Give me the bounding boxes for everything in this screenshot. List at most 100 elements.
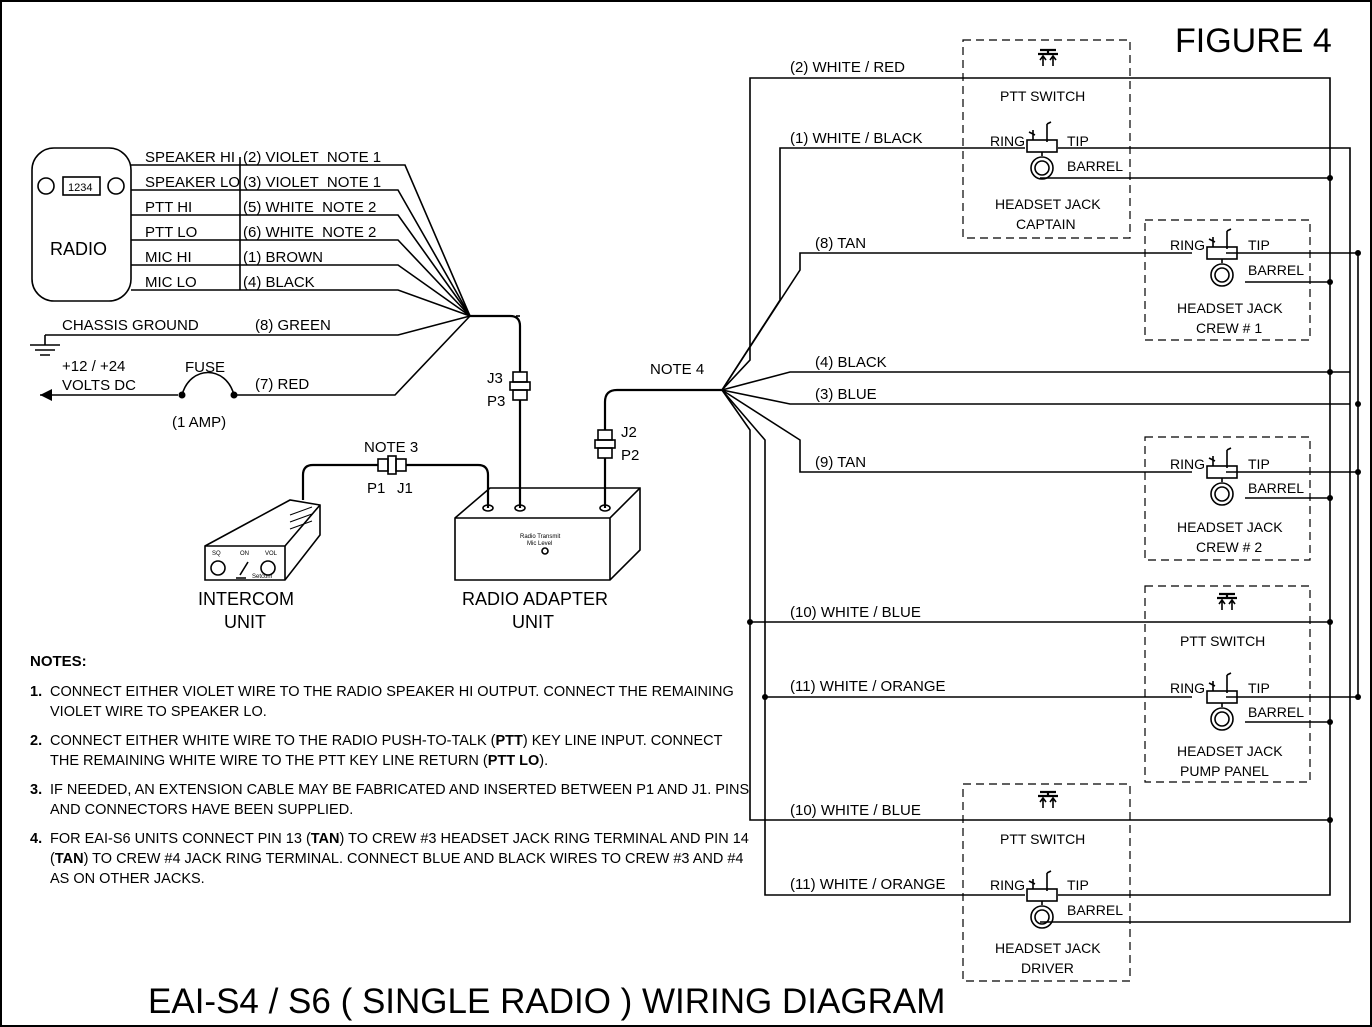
- terminal-name: SPEAKER LO: [145, 174, 240, 191]
- jack-line1: HEADSET JACK: [1177, 519, 1283, 535]
- radio-adapter-unit: Radio Transmit Mic Level RADIO ADAPTER U…: [454, 487, 641, 632]
- ptt-switch-icon: [1036, 48, 1060, 68]
- p2-label: P2: [621, 447, 639, 464]
- brand-label: Setcom: [252, 574, 272, 580]
- note-text: IF NEEDED, AN EXTENSION CABLE MAY BE FAB…: [50, 782, 750, 818]
- ptt-switch-icon: [1215, 592, 1239, 612]
- wire-label: (10) WHITE / BLUE: [790, 802, 921, 819]
- power-wire-label: (7) RED: [255, 376, 309, 393]
- vol-label: VOL: [265, 551, 278, 557]
- note-number: 3.: [30, 782, 43, 798]
- barrel-label: BARREL: [1248, 262, 1304, 278]
- note-number: 1.: [30, 684, 43, 700]
- p1-label: P1: [367, 480, 385, 497]
- wire-label: (3) VIOLET NOTE 1: [243, 174, 381, 191]
- wire-label: (2) VIOLET NOTE 1: [243, 149, 381, 166]
- wire-label: (1) BROWN: [243, 249, 323, 266]
- tip-label: TIP: [1248, 456, 1270, 472]
- radio-unit: 1234 RADIO: [31, 147, 132, 302]
- note-text: CONNECT EITHER WHITE WIRE TO THE RADIO P…: [50, 733, 723, 769]
- notes-section: NOTES: 1. CONNECT EITHER VIOLET WIRE TO …: [30, 652, 750, 898]
- harness-cable: [603, 388, 722, 430]
- fuse-label: FUSE: [185, 359, 225, 376]
- terminal-name: SPEAKER HI: [145, 149, 235, 166]
- jack-line2: PUMP PANEL: [1180, 763, 1269, 779]
- pump-panel-station: PTT SWITCH RING TIP BARREL HEADSET JACK …: [1144, 585, 1311, 783]
- ground-icon: [30, 335, 60, 356]
- ring-label: RING: [1170, 456, 1205, 472]
- note3-label: NOTE 3: [364, 439, 418, 456]
- note-item: 1. CONNECT EITHER VIOLET WIRE TO THE RAD…: [30, 682, 750, 722]
- radio-terminals: SPEAKER HI SPEAKER LO PTT HI PTT LO MIC …: [131, 149, 471, 317]
- captain-station: PTT SWITCH RING TIP BARREL HEADSET JACK …: [962, 39, 1131, 239]
- power-input: +12 / +24 VOLTS DC FUSE (1 AMP) (7) RED: [40, 315, 471, 431]
- barrel-label: BARREL: [1067, 902, 1123, 918]
- intercom-unit: SQ ON VOL Setcom INTERCOM UNIT: [198, 499, 321, 632]
- sq-label: SQ: [212, 551, 221, 557]
- jack-line2: CREW # 1: [1196, 320, 1262, 336]
- note-item: 3. IF NEEDED, AN EXTENSION CABLE MAY BE …: [30, 780, 750, 820]
- ptt-switch-label: PTT SWITCH: [1180, 633, 1265, 649]
- ptt-switch-label: PTT SWITCH: [1000, 831, 1085, 847]
- jack-line2: CREW # 2: [1196, 539, 1262, 555]
- notes-title: NOTES:: [30, 653, 87, 670]
- ptt-switch-label: PTT SWITCH: [1000, 88, 1085, 104]
- driver-station: PTT SWITCH RING TIP BARREL HEADSET JACK …: [962, 783, 1131, 982]
- ring-label: RING: [1170, 237, 1205, 253]
- adapter-line2: UNIT: [512, 612, 554, 632]
- tip-label: TIP: [1248, 680, 1270, 696]
- p3-label: P3: [487, 393, 505, 410]
- intercom-line1: INTERCOM: [198, 589, 294, 609]
- fuse-icon: [181, 371, 235, 396]
- jack-line1: HEADSET JACK: [995, 196, 1101, 212]
- jack-line2: CAPTAIN: [1016, 216, 1076, 232]
- terminal-name: PTT HI: [145, 199, 192, 216]
- ring-label: RING: [990, 877, 1025, 893]
- wire-label: (2) WHITE / RED: [790, 59, 905, 76]
- adapter-panel-line2: Mic Level: [527, 541, 552, 547]
- ground-wire-label: (8) GREEN: [255, 317, 331, 334]
- intercom-cable: [301, 463, 378, 500]
- diagram-title: EAI-S4 / S6 ( SINGLE RADIO ) WIRING DIAG…: [148, 982, 946, 1021]
- jack-line1: HEADSET JACK: [1177, 300, 1283, 316]
- barrel-label: BARREL: [1248, 480, 1304, 496]
- radio-knob-icon: [37, 177, 55, 195]
- crew2-station: RING TIP BARREL HEADSET JACK CREW # 2: [1144, 436, 1311, 561]
- voltage-line2: VOLTS DC: [62, 377, 136, 394]
- headset-jack-icon: [1206, 447, 1238, 506]
- headset-jack-icon: [1206, 228, 1238, 287]
- terminal-name: MIC HI: [145, 249, 192, 266]
- mic-level-adjust-icon: [541, 547, 549, 555]
- fuse-rating: (1 AMP): [172, 414, 226, 431]
- ptt-switch-icon: [1036, 790, 1060, 810]
- volume-knob-icon: [260, 560, 276, 576]
- note-item: 2. CONNECT EITHER WHITE WIRE TO THE RADI…: [30, 731, 750, 771]
- wire-label: (8) TAN: [815, 235, 866, 252]
- j2-label: J2: [621, 424, 637, 441]
- note-number: 2.: [30, 733, 43, 749]
- on-label: ON: [240, 551, 249, 557]
- radio-label: RADIO: [50, 239, 107, 259]
- harness-wires: (2) WHITE / RED (1) WHITE / BLACK (8) TA…: [721, 59, 1350, 896]
- j1-label: J1: [397, 480, 413, 497]
- figure-label: FIGURE 4: [1175, 22, 1332, 60]
- headset-jack-icon: [1026, 870, 1058, 929]
- jack-line1: HEADSET JACK: [995, 940, 1101, 956]
- barrel-label: BARREL: [1248, 704, 1304, 720]
- ground-label: CHASSIS GROUND: [62, 317, 199, 334]
- adapter-panel-line1: Radio Transmit: [520, 534, 561, 540]
- voltage-line1: +12 / +24: [62, 358, 125, 375]
- radio-cable: [470, 314, 522, 372]
- terminal-name: PTT LO: [145, 224, 197, 241]
- wire-label: (11) WHITE / ORANGE: [790, 876, 946, 893]
- wire-label: (10) WHITE / BLUE: [790, 604, 921, 621]
- note-text: FOR EAI-S6 UNITS CONNECT PIN 13 (TAN) TO…: [50, 831, 749, 887]
- wire-label: (11) WHITE / ORANGE: [790, 678, 946, 695]
- radio-display: 1234: [68, 182, 92, 194]
- chassis-ground: CHASSIS GROUND (8) GREEN: [30, 315, 471, 356]
- note-item: 4. FOR EAI-S6 UNITS CONNECT PIN 13 (TAN)…: [30, 829, 750, 889]
- intercom-line2: UNIT: [224, 612, 266, 632]
- wire-label: (4) BLACK: [243, 274, 315, 291]
- tip-label: TIP: [1067, 877, 1089, 893]
- jack-line2: DRIVER: [1021, 960, 1074, 976]
